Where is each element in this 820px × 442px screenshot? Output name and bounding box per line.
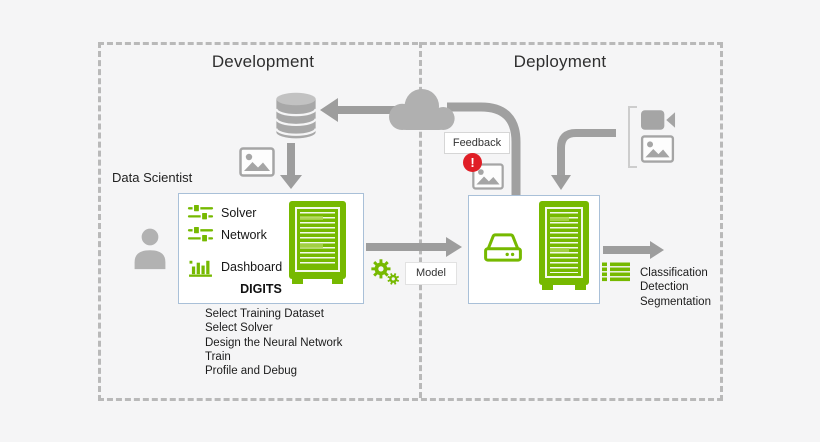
digits-item-dashboard: Dashboard: [221, 260, 283, 274]
sliders-icon: [187, 203, 214, 221]
server-foot: [332, 279, 343, 284]
output-segmentation: Segmentation: [640, 295, 711, 308]
server-highlight: [550, 247, 569, 252]
digits-item-network: Network: [221, 228, 267, 242]
diagram-outer-frame: [98, 42, 723, 401]
camera-image-icon: [640, 135, 675, 163]
server-slots: [550, 212, 578, 273]
server-foot: [542, 285, 553, 290]
server-highlight: [300, 244, 323, 249]
output-detection: Detection: [640, 281, 689, 294]
step: Profile and Debug: [205, 365, 298, 378]
gears-icon: [371, 259, 400, 285]
server-foot: [292, 279, 303, 284]
cloud-icon: [389, 89, 455, 130]
gpu-server-icon: [539, 201, 589, 290]
sliders-icon: [187, 225, 214, 243]
step: Design the Neural Network: [205, 336, 343, 349]
deployment-outputs: Classification Detection Segmentation: [640, 266, 711, 309]
digits-caption: DIGITS: [240, 282, 282, 296]
server-panel: [545, 207, 583, 278]
model-label: Model: [405, 262, 457, 285]
video-camera-icon: [641, 110, 676, 130]
deployment-box: [468, 195, 600, 304]
results-list-icon: [602, 262, 630, 282]
deployment-title: Deployment: [513, 52, 607, 71]
digits-steps: Select Training Dataset Select Solver De…: [205, 307, 342, 378]
person-icon: [134, 228, 166, 270]
server-slots: [300, 212, 335, 267]
inference-drive-icon: [484, 233, 522, 262]
alert-badge-icon: !: [463, 153, 482, 172]
data-scientist-label: Data Scientist: [112, 170, 193, 185]
development-title: Development: [211, 52, 315, 71]
image-icon: [239, 147, 275, 177]
bar-chart-icon: [189, 260, 212, 277]
digits-box: Solver Network Dashboard: [178, 193, 364, 304]
database-icon: [275, 92, 317, 139]
gpu-server-icon: [289, 201, 346, 284]
step: Select Training Dataset: [205, 308, 324, 320]
development-deployment-divider: [419, 42, 422, 398]
step: Select Solver: [205, 322, 273, 335]
server-highlight: [300, 216, 323, 221]
server-panel: [295, 207, 340, 272]
output-classification: Classification: [640, 267, 708, 279]
step: Train: [205, 350, 231, 363]
server-foot: [575, 285, 586, 290]
server-highlight: [550, 217, 569, 222]
digits-item-solver: Solver: [221, 206, 257, 220]
feedback-label: Feedback: [444, 132, 510, 154]
